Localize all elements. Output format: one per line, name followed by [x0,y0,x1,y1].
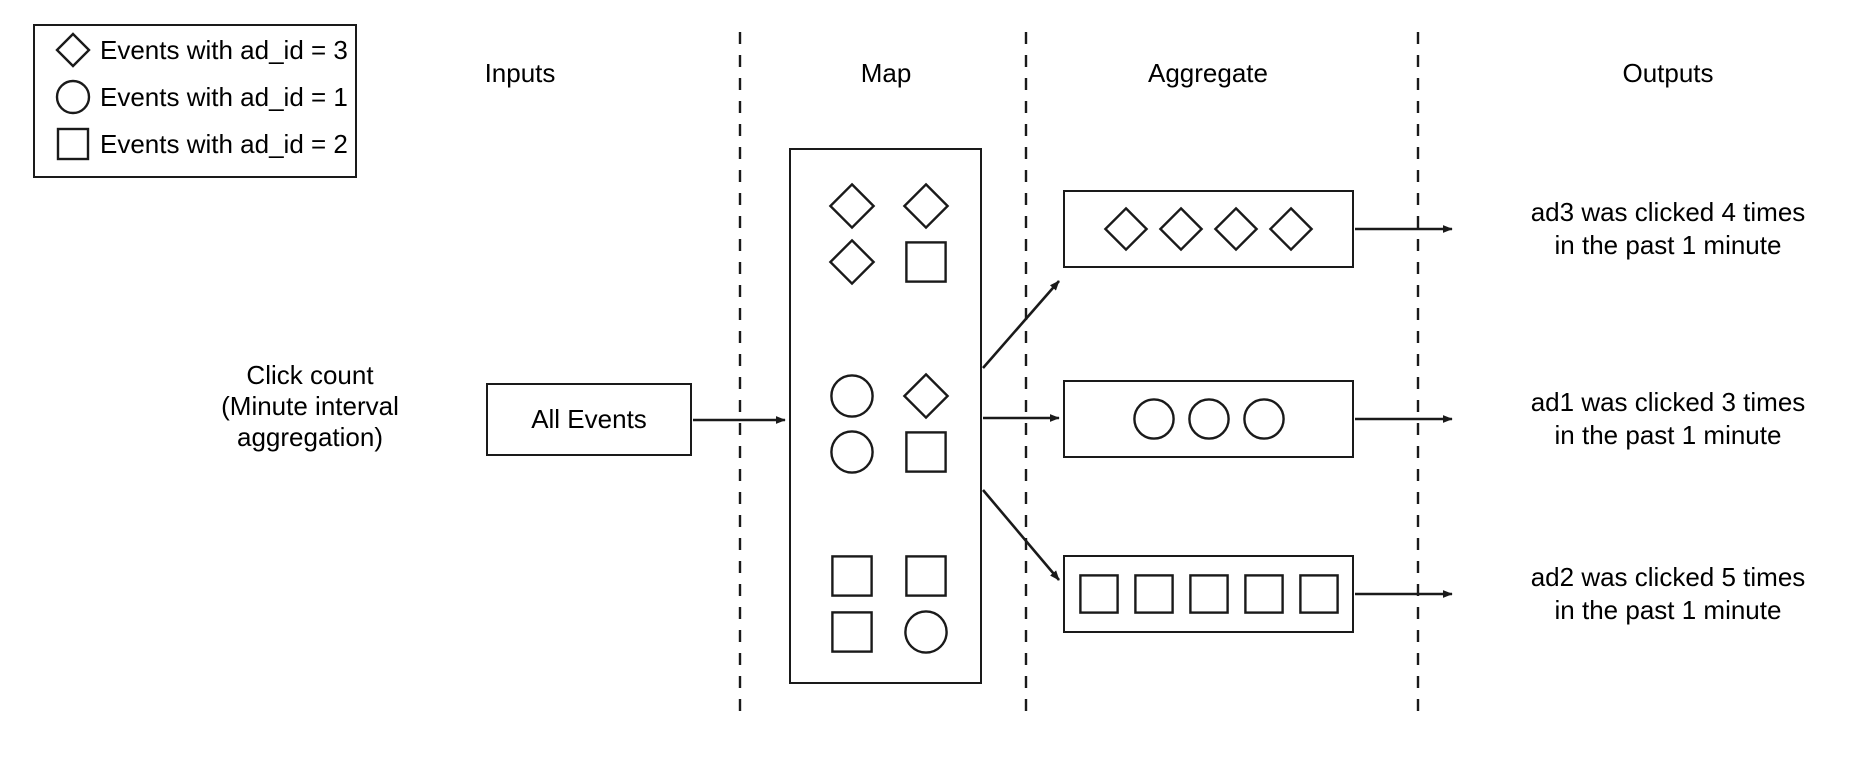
square-icon [828,608,876,656]
legend-item-label: Events with ad_id = 3 [100,34,348,65]
aggregate-shapes [1103,206,1314,252]
legend-item-ad2: Events with ad_id = 2 [35,120,355,167]
diamond-icon [1268,206,1314,252]
diamond-icon [50,30,96,70]
square-icon [1076,571,1122,617]
map-group [815,178,963,290]
aggregate-box-ad2 [1063,555,1354,633]
output-message-ad1: ad1 was clicked 3 times in the past 1 mi… [1458,386,1856,452]
square-icon [1296,571,1342,617]
square-icon [902,238,950,286]
legend-item-ad3: Events with ad_id = 3 [35,26,355,73]
arrow-map-to-aggregate-2 [982,489,1060,581]
output-line-2: in the past 1 minute [1554,595,1782,625]
diamond-icon [902,182,950,230]
legend-item-label: Events with ad_id = 2 [100,128,348,159]
square-icon [1131,571,1177,617]
all-events-box: All Events [486,383,692,456]
column-header-outputs: Outputs [1622,58,1714,88]
circle-icon [1131,396,1177,442]
aggregate-shapes [1131,396,1287,442]
output-message-ad3: ad3 was clicked 4 times in the past 1 mi… [1458,196,1856,262]
circle-icon [1186,396,1232,442]
diamond-icon [828,182,876,230]
square-icon [828,552,876,600]
output-line-1: ad2 was clicked 5 times [1530,562,1806,592]
circle-icon [828,428,876,476]
square-icon [1186,571,1232,617]
input-caption-line-1: Click count [246,360,374,390]
legend: Events with ad_id = 3 Events with ad_id … [33,24,357,178]
output-line-2: in the past 1 minute [1554,230,1782,260]
column-header-aggregate: Aggregate [1148,58,1268,88]
diamond-icon [902,372,950,420]
map-group [815,548,963,660]
legend-item-ad1: Events with ad_id = 1 [35,73,355,120]
diamond-icon [1213,206,1259,252]
circle-icon [50,77,96,117]
diamond-icon [828,238,876,286]
square-icon [902,428,950,476]
aggregate-box-ad3 [1063,190,1354,268]
input-caption-line-3: aggregation) [237,422,383,452]
input-caption: Click count (Minute interval aggregation… [200,360,420,453]
output-line-1: ad3 was clicked 4 times [1530,197,1806,227]
output-line-1: ad1 was clicked 3 times [1530,387,1806,417]
arrow-map-to-aggregate-0 [982,280,1060,369]
circle-icon [828,372,876,420]
aggregate-shapes [1076,571,1342,617]
circle-icon [902,608,950,656]
square-icon [902,552,950,600]
column-header-map: Map [860,58,912,88]
aggregate-box-ad1 [1063,380,1354,458]
input-caption-line-2: (Minute interval [221,391,399,421]
diamond-icon [1158,206,1204,252]
diamond-icon [1103,206,1149,252]
legend-item-label: Events with ad_id = 1 [100,81,348,112]
circle-icon [1241,396,1287,442]
square-icon [1241,571,1287,617]
map-container [789,148,982,684]
map-group [815,368,963,480]
all-events-label: All Events [531,404,647,434]
column-header-inputs: Inputs [484,58,556,88]
square-icon [50,124,96,164]
output-line-2: in the past 1 minute [1554,420,1782,450]
output-message-ad2: ad2 was clicked 5 times in the past 1 mi… [1458,561,1856,627]
